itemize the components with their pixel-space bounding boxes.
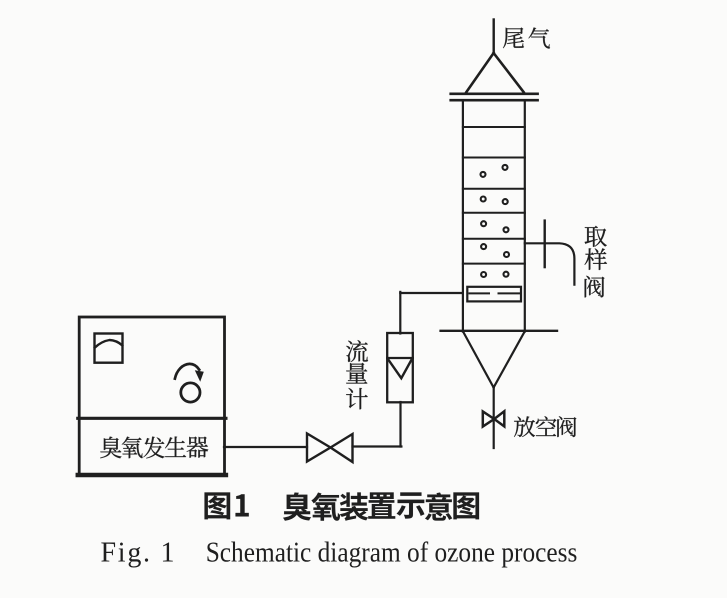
svg-text:Fig. 1: Fig. 1 (101, 538, 175, 569)
svg-text:Schematic diagram of ozone pro: Schematic diagram of ozone process (206, 538, 578, 569)
